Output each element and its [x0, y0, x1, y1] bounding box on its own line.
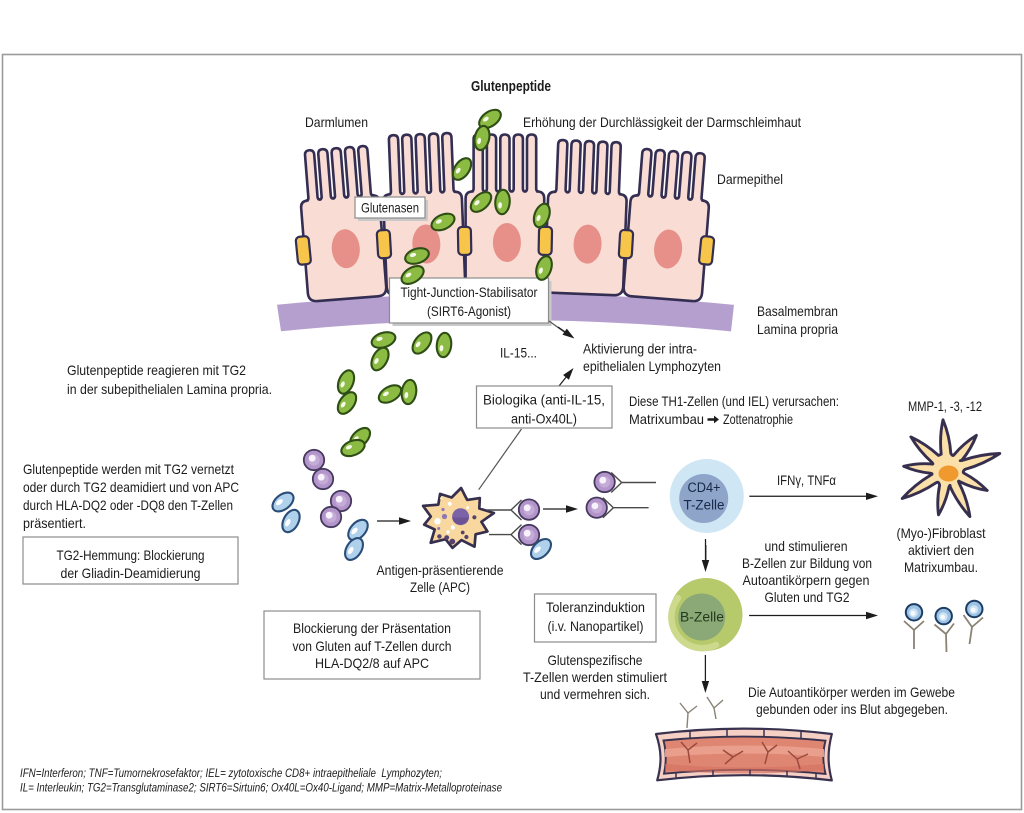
svg-text:TG2-Hemmung: Blockierung: TG2-Hemmung: Blockierung [57, 547, 205, 563]
svg-text:IFN=Interferon; TNF=Tumornekro: IFN=Interferon; TNF=Tumornekrosefaktor; … [20, 768, 442, 780]
svg-text:Diese TH1-Zellen (und IEL) ver: Diese TH1-Zellen (und IEL) verursachen: [629, 393, 839, 409]
svg-text:Glutenpeptide reagieren mit TG: Glutenpeptide reagieren mit TG2 [67, 362, 246, 378]
svg-text:Matrixumbau.: Matrixumbau. [904, 559, 978, 575]
svg-text:Matrixumbau: Matrixumbau [629, 411, 704, 427]
svg-text:Tight-Junction-Stabilisator: Tight-Junction-Stabilisator [401, 284, 538, 300]
svg-text:Aktivierung der intra-: Aktivierung der intra- [583, 341, 697, 357]
svg-text:Glutenpeptide: Glutenpeptide [471, 79, 551, 95]
svg-text:Gluten und TG2: Gluten und TG2 [765, 589, 850, 605]
svg-text:präsentiert.: präsentiert. [23, 515, 86, 531]
svg-text:und vermehren sich.: und vermehren sich. [540, 686, 650, 702]
svg-text:Toleranzinduktion: Toleranzinduktion [546, 599, 645, 615]
svg-text:Erhöhung der Durchlässigkeit d: Erhöhung der Durchlässigkeit der Darmsch… [523, 114, 801, 130]
svg-text:Glutenasen: Glutenasen [361, 200, 419, 216]
svg-text:T-Zellen werden stimuliert: T-Zellen werden stimuliert [523, 669, 667, 685]
svg-text:B-Zellen zur Bildung von: B-Zellen zur Bildung von [742, 555, 872, 571]
svg-text:(Myo-)Fibroblast: (Myo-)Fibroblast [897, 525, 986, 541]
svg-text:durch HLA-DQ2 oder -DQ8 den T-: durch HLA-DQ2 oder -DQ8 den T-Zellen [23, 497, 233, 513]
svg-text:Zottenatrophie: Zottenatrophie [723, 411, 793, 427]
svg-text:aktiviert den: aktiviert den [908, 542, 974, 558]
svg-text:Darmepithel: Darmepithel [717, 171, 783, 187]
svg-text:(SIRT6-Agonist): (SIRT6-Agonist) [427, 303, 511, 319]
svg-text:Zelle (APC): Zelle (APC) [410, 579, 470, 595]
svg-text:oder durch TG2 deamidiert und: oder durch TG2 deamidiert und von APC [23, 479, 239, 495]
svg-text:Glutenpeptide werden mit TG2 v: Glutenpeptide werden mit TG2 vernetzt [23, 461, 234, 477]
svg-text:Die Autoantikörper werden im G: Die Autoantikörper werden im Gewebe [748, 684, 955, 700]
svg-text:in der subepithelialen Lamina: in der subepithelialen Lamina propria. [67, 381, 272, 397]
svg-text:Darmlumen: Darmlumen [305, 114, 368, 130]
svg-text:(i.v. Nanopartikel): (i.v. Nanopartikel) [548, 618, 644, 634]
svg-text:HLA-DQ2/8 auf APC: HLA-DQ2/8 auf APC [315, 655, 429, 671]
svg-text:anti-Ox40L): anti-Ox40L) [511, 411, 577, 427]
svg-text:IL= Interleukin; TG2=Transglut: IL= Interleukin; TG2=Transglutaminase2; … [20, 783, 502, 795]
svg-text:Biologika (anti-IL-15,: Biologika (anti-IL-15, [483, 392, 605, 408]
svg-text:IL-15...: IL-15... [500, 345, 537, 361]
svg-text:B-Zelle: B-Zelle [680, 610, 724, 625]
svg-text:T-Zelle: T-Zelle [684, 498, 725, 513]
svg-text:CD4+: CD4+ [688, 480, 721, 495]
svg-text:Glutenspezifische: Glutenspezifische [548, 652, 643, 668]
svg-text:und stimulieren: und stimulieren [765, 538, 848, 554]
svg-text:von Gluten auf T-Zellen durch: von Gluten auf T-Zellen durch [293, 638, 452, 654]
svg-text:der Gliadin-Deamidierung: der Gliadin-Deamidierung [61, 565, 201, 581]
svg-text:Blockierung der Präsentation: Blockierung der Präsentation [293, 620, 451, 636]
svg-text:Basalmembran: Basalmembran [757, 303, 838, 319]
svg-text:MMP-1, -3, -12: MMP-1, -3, -12 [908, 398, 982, 414]
svg-text:Antigen-präsentierende: Antigen-präsentierende [377, 562, 504, 578]
svg-text:epithelialen Lymphozyten: epithelialen Lymphozyten [583, 358, 721, 374]
svg-text:IFNγ, TNFα: IFNγ, TNFα [777, 472, 836, 488]
svg-text:gebunden oder ins Blut abgegeb: gebunden oder ins Blut abgegeben. [756, 701, 948, 717]
svg-text:Autoantikörpern gegen: Autoantikörpern gegen [743, 572, 870, 588]
svg-text:Lamina propria: Lamina propria [757, 321, 838, 337]
